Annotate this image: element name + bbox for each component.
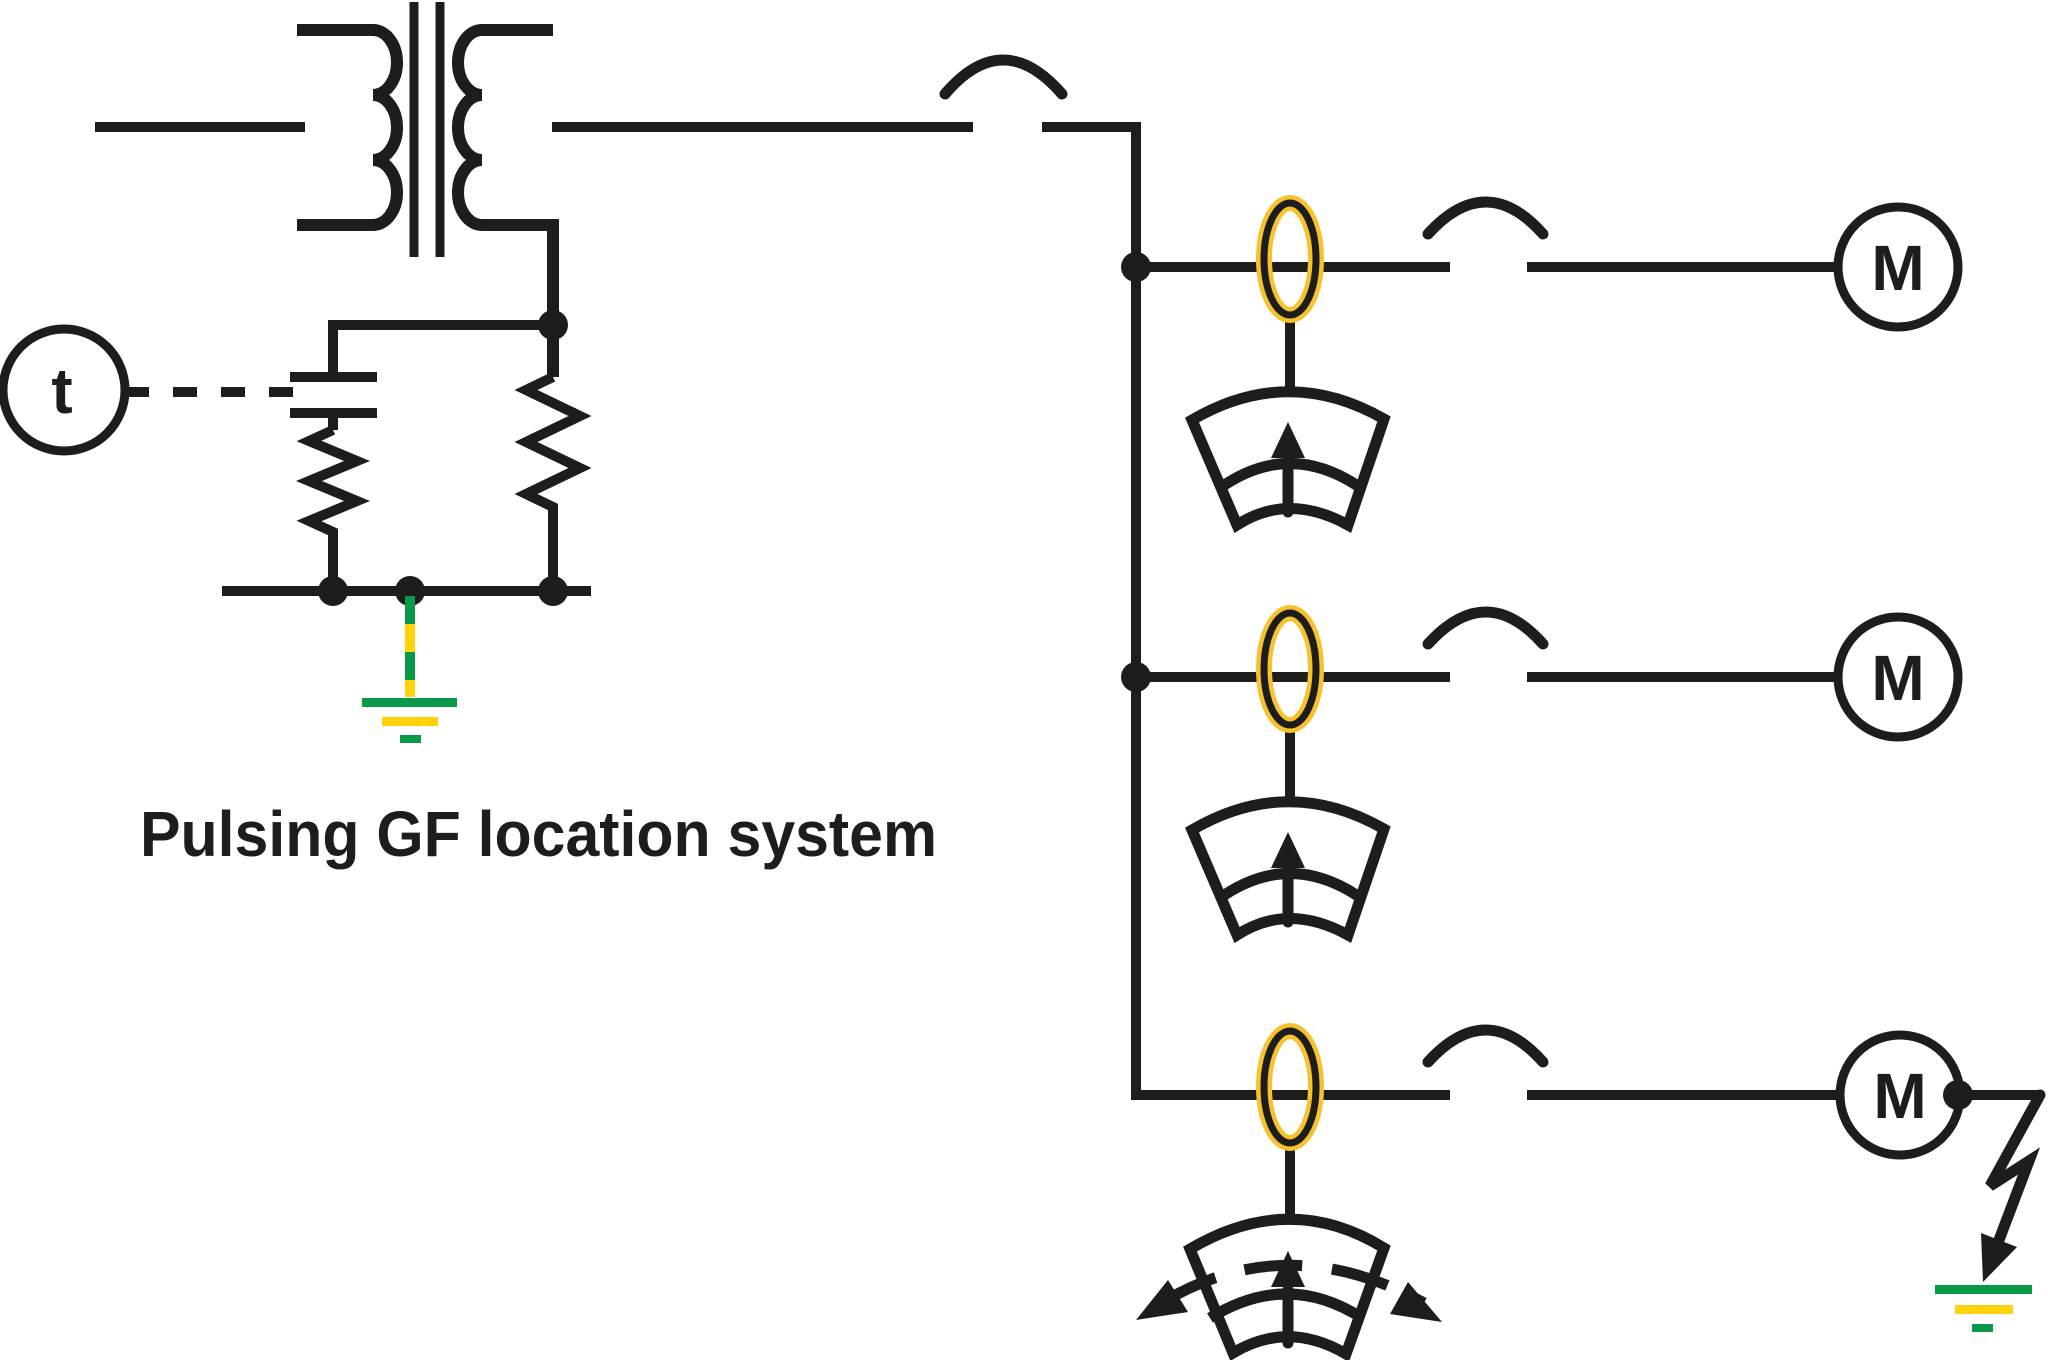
meter-icon bbox=[1185, 796, 1391, 944]
needle-arrow bbox=[1271, 422, 1305, 458]
motor-icon bbox=[1833, 612, 1963, 742]
current-transformer-icon bbox=[1256, 605, 1324, 733]
feeder-branch-1: M bbox=[1121, 195, 1963, 534]
swing-arc bbox=[1160, 1259, 1427, 1308]
time-relay-label: t bbox=[51, 355, 72, 427]
circuit-breaker-icon bbox=[1422, 1024, 1549, 1068]
transformer-icon bbox=[95, 2, 559, 377]
circuit-breaker-icon bbox=[939, 54, 1068, 100]
junction-dot bbox=[318, 576, 348, 606]
diagram-title: Pulsing GF location system bbox=[140, 798, 937, 870]
capacitor-icon bbox=[290, 372, 377, 418]
motor-label: M bbox=[1871, 642, 1924, 714]
swing-arrow-right bbox=[1390, 1282, 1442, 1322]
swing-meter-icon bbox=[1136, 1213, 1442, 1360]
meter-icon bbox=[1185, 386, 1391, 534]
junction-dot bbox=[1121, 252, 1151, 282]
motor-icon bbox=[1833, 202, 1963, 332]
earth-ground-icon bbox=[362, 698, 457, 743]
secondary-winding bbox=[452, 24, 559, 377]
circuit-breaker-icon bbox=[1422, 606, 1549, 650]
main-feeder bbox=[552, 54, 1450, 1100]
feeder-branch-2: M bbox=[1121, 605, 1963, 944]
junction-dot bbox=[538, 310, 568, 340]
primary-winding bbox=[297, 24, 403, 231]
motor-label: M bbox=[1873, 1060, 1926, 1132]
busbar bbox=[1042, 122, 1450, 1100]
top-link-wire bbox=[328, 320, 553, 372]
current-transformer-icon bbox=[1256, 1023, 1324, 1151]
resistor-icon bbox=[296, 425, 370, 591]
earth-ground-icon bbox=[1935, 1285, 2032, 1332]
current-transformer-icon bbox=[1256, 195, 1324, 323]
swing-arrow-left bbox=[1136, 1280, 1188, 1320]
junction-dot bbox=[395, 576, 425, 606]
pulse-generator: t bbox=[0, 310, 592, 743]
ground-fault-arrow-icon bbox=[1981, 1089, 2046, 1282]
needle-arrow bbox=[1271, 832, 1305, 868]
junction-dot bbox=[1121, 662, 1151, 692]
junction-dot bbox=[538, 576, 568, 606]
ground-fault bbox=[1935, 1089, 2046, 1332]
resistor-icon bbox=[514, 372, 592, 591]
motor-label: M bbox=[1871, 232, 1924, 304]
circuit-breaker-icon bbox=[1422, 196, 1549, 240]
feeder-branch-3: M bbox=[1136, 1023, 1973, 1360]
